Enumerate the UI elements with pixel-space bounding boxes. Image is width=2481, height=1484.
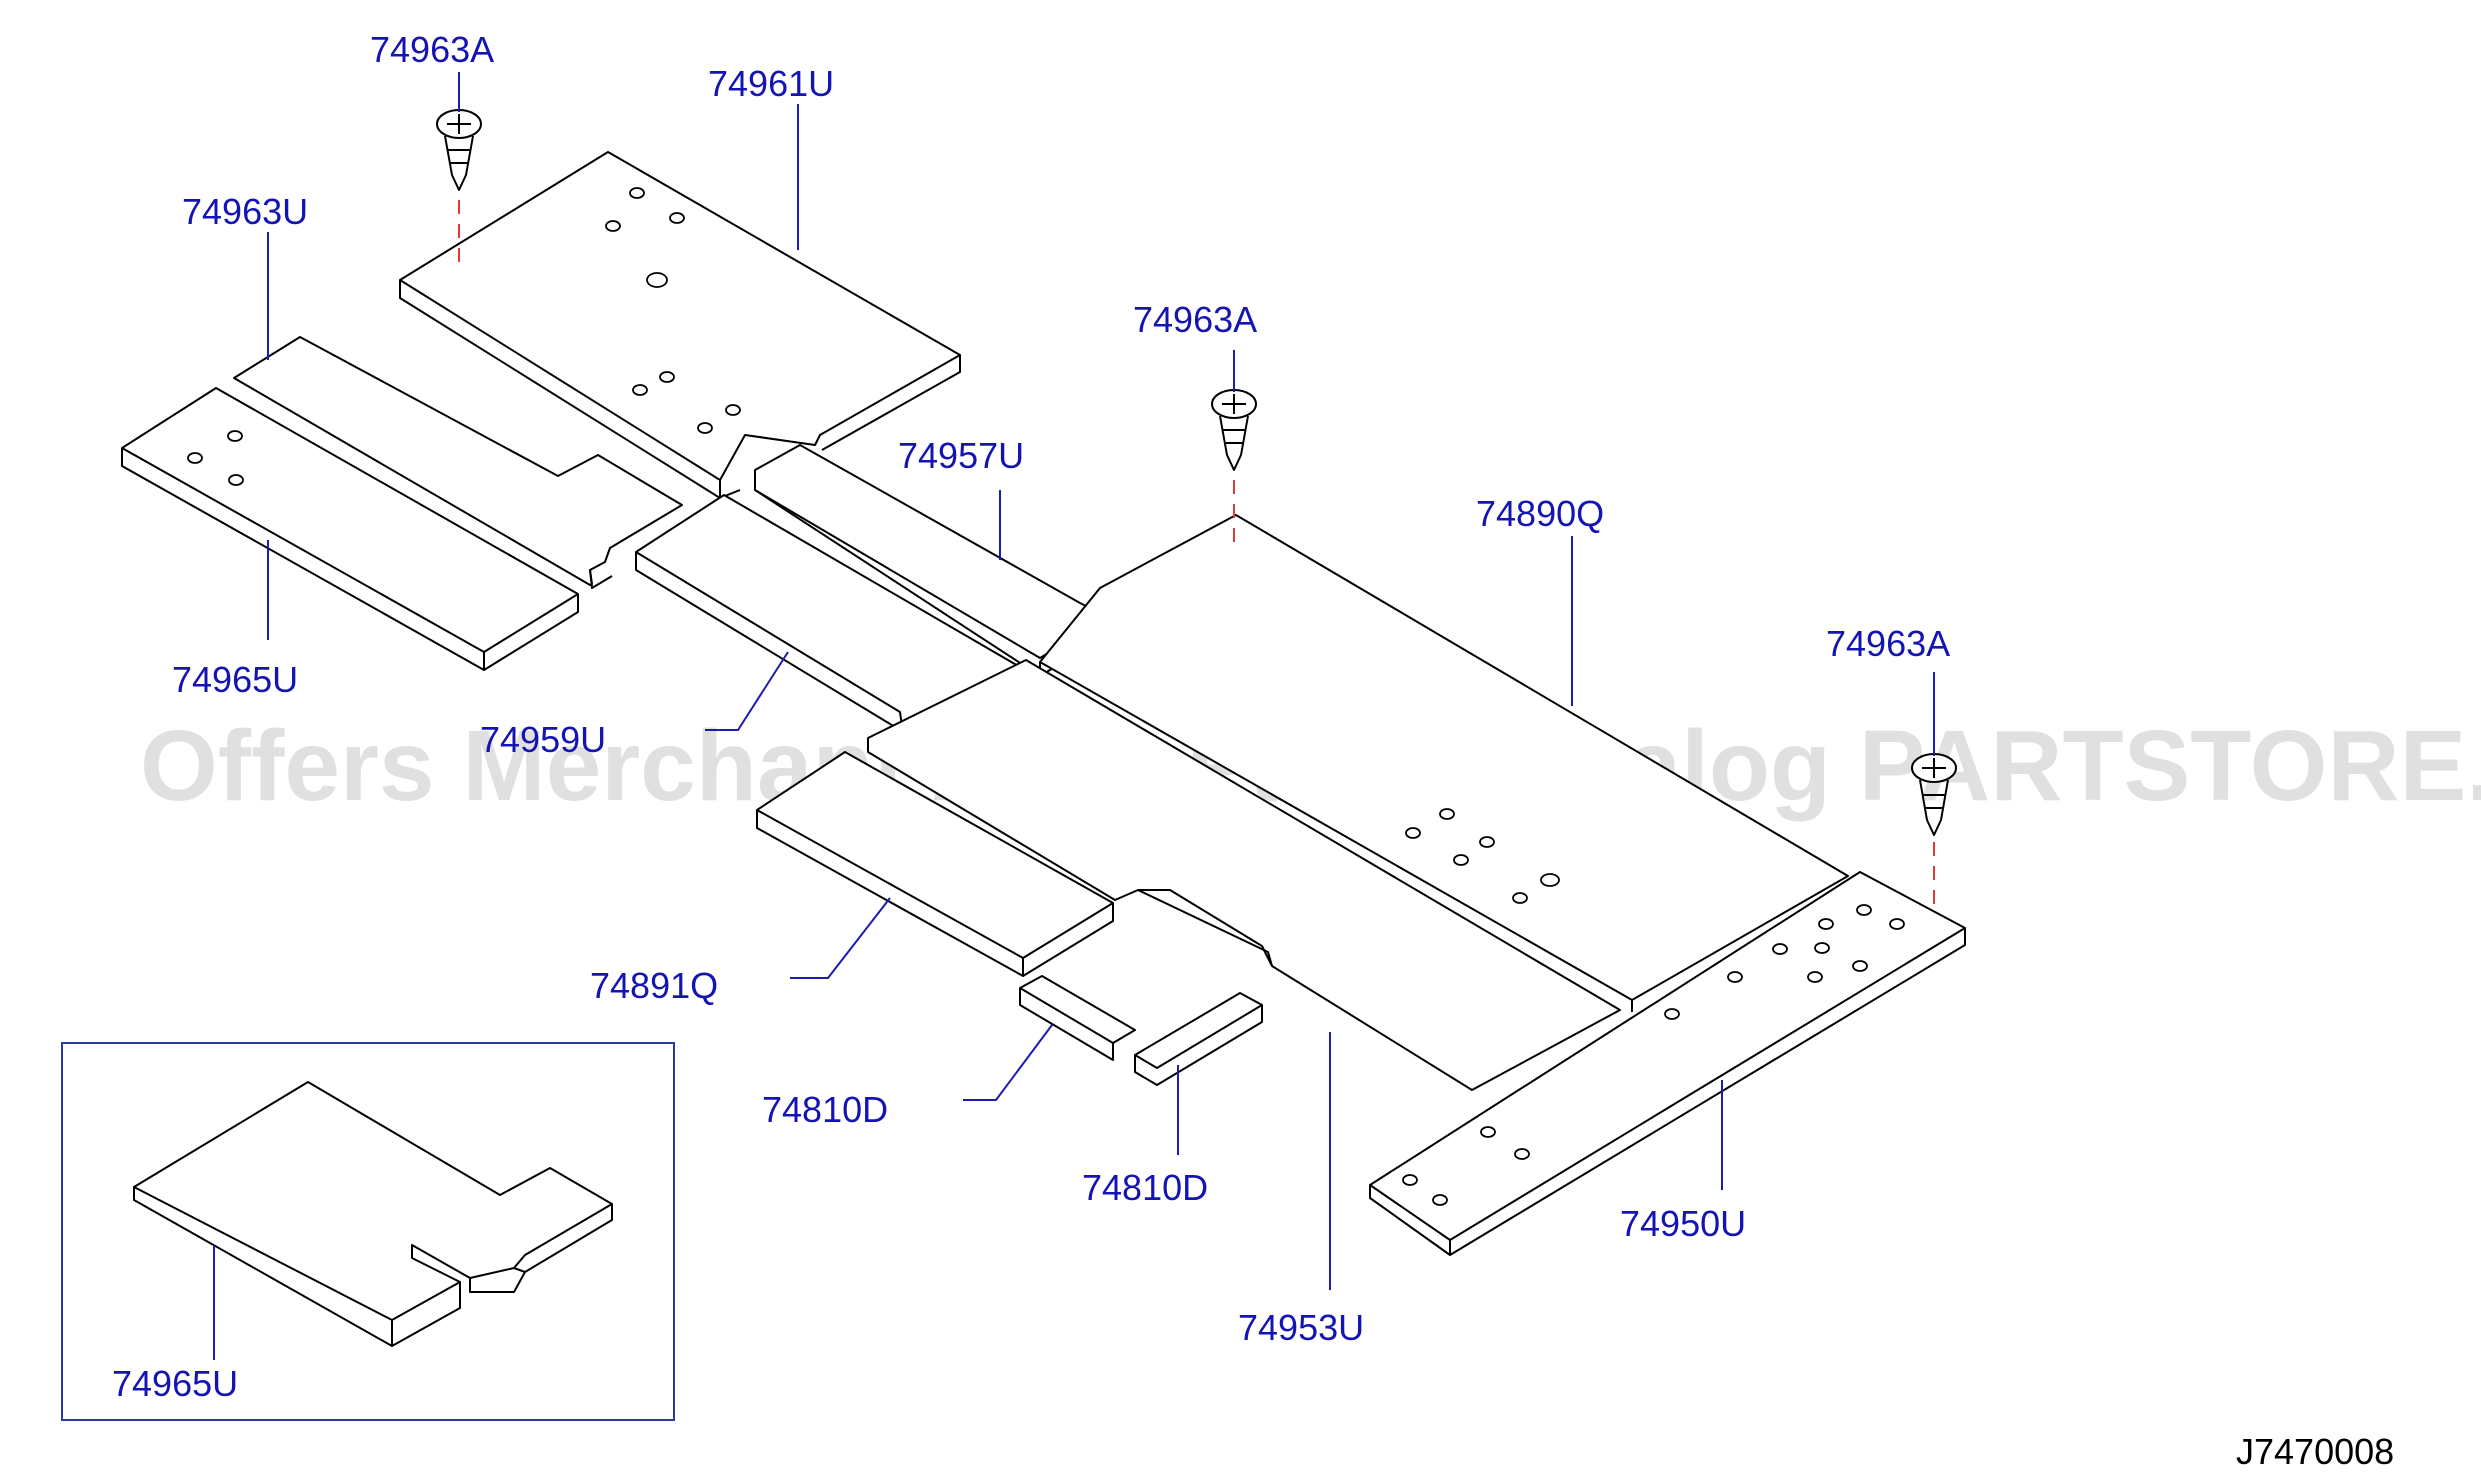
- panel-74965u[interactable]: [121, 387, 579, 671]
- label-74959u: 74959U: [480, 719, 606, 760]
- label-74953u: 74953U: [1238, 1307, 1364, 1348]
- panel-74950u[interactable]: [1369, 871, 1966, 1256]
- label-clip-top-left: 74963A: [370, 29, 494, 70]
- drawing-code: J7470008: [2236, 1431, 2394, 1472]
- label-74950u: 74950U: [1620, 1203, 1746, 1244]
- panel-74963u[interactable]: [233, 336, 683, 589]
- label-clip-right: 74963A: [1826, 623, 1950, 664]
- block-74810d-right[interactable]: [1134, 992, 1263, 1086]
- panel-74890q[interactable]: [1039, 514, 1849, 1012]
- panel-74891q[interactable]: [756, 751, 1114, 977]
- label-74965u: 74965U: [172, 659, 298, 700]
- label-74963u: 74963U: [182, 191, 308, 232]
- block-74810d-left[interactable]: [1019, 975, 1136, 1061]
- inset-frame: [61, 1042, 675, 1421]
- panel-74953u[interactable]: [867, 659, 1621, 1091]
- panel-74961u[interactable]: [399, 151, 961, 499]
- label-74957u: 74957U: [898, 435, 1024, 476]
- leader-lines: [267, 72, 1935, 1290]
- inset-panel-74965u[interactable]: [133, 1081, 613, 1347]
- label-74810d-left: 74810D: [762, 1089, 888, 1130]
- label-74890q: 74890Q: [1476, 493, 1604, 534]
- clip-74963a-center[interactable]: [1211, 389, 1257, 471]
- label-74891q: 74891Q: [590, 965, 718, 1006]
- label-clip-center: 74963A: [1133, 299, 1257, 340]
- label-74961u: 74961U: [708, 63, 834, 104]
- label-inset-74965u: 74965U: [112, 1363, 238, 1404]
- label-74810d-right: 74810D: [1082, 1167, 1208, 1208]
- clip-74963a-top-left[interactable]: [436, 109, 482, 191]
